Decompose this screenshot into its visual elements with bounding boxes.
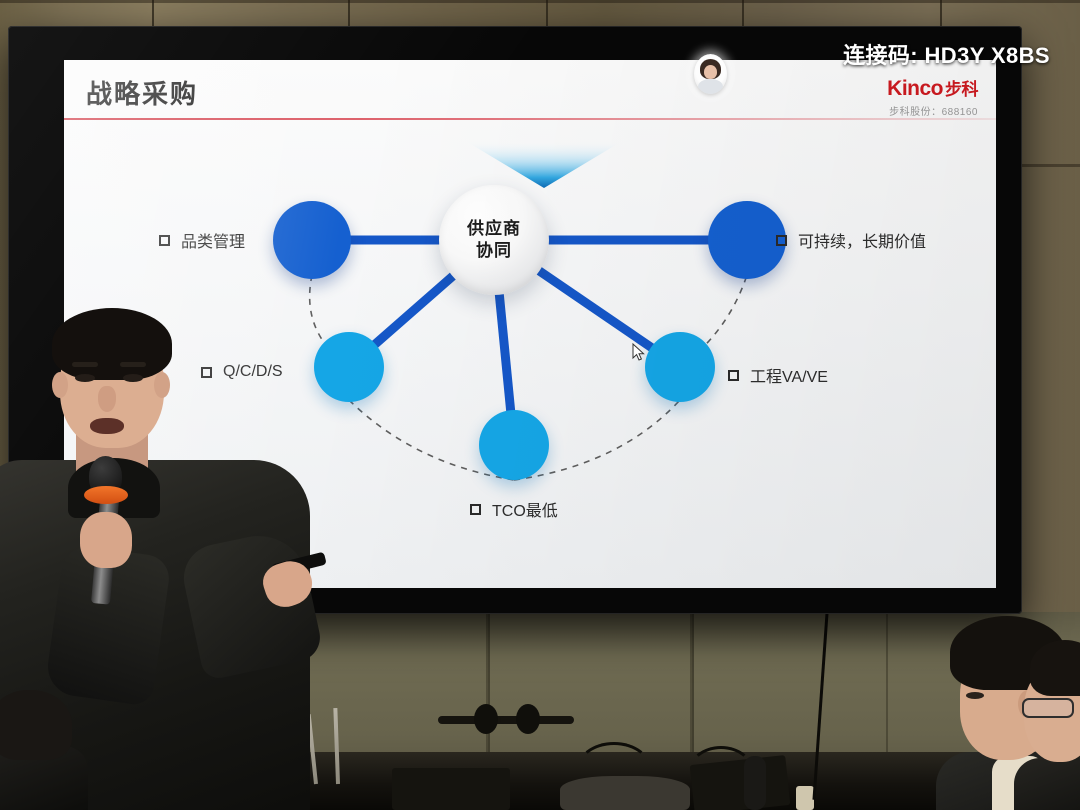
square-bullet-icon [470,503,481,515]
label-text: 可持续，长期价值 [798,234,927,251]
presenter-eye [75,374,95,382]
cable-loop [688,746,754,798]
node-sustainable-value[interactable] [708,201,786,279]
presenter-hair [52,308,172,380]
node-category-management[interactable] [273,201,351,279]
mouse-pointer-icon [632,343,645,361]
node-qcds[interactable] [314,332,384,402]
cabinet-door [692,612,888,810]
equipment-box [392,768,510,810]
audience-member-back [1014,640,1080,810]
cabinet-handle[interactable] [438,716,508,724]
presenter-ear [52,372,68,398]
page-title: 战略采购 [86,79,199,109]
hub-label-line1: 供应商 [467,218,521,238]
label-lowest-tco: TCO最低 [470,497,558,521]
presenter-mouth [90,418,124,434]
dashed-arc [513,399,681,481]
node-hub-supplier-collaboration[interactable]: 供应商 协同 [439,185,549,295]
avatar-body [698,79,723,94]
wall-band [1016,164,1080,167]
eyeglasses-icon [1022,698,1074,718]
avatar-face [704,65,717,79]
brand-name-en: Kinco [887,77,943,100]
audience-body [1014,758,1080,810]
audience-head [0,690,72,760]
mic-stand [744,756,766,810]
microphone-windscreen [84,486,128,504]
presenter-left-hand [80,512,132,568]
presenter-brow [120,362,146,367]
brand-name-cn: 步科 [945,80,979,99]
label-text: TCO最低 [492,503,558,520]
label-sustainable-value: 可持续，长期价值 [776,228,926,252]
square-bullet-icon [776,234,787,246]
presenter-ear [154,372,170,398]
webcam-avatar-icon[interactable] [694,54,727,94]
node-engineering-vave[interactable] [645,332,715,402]
label-text: 工程VA/VE [750,369,828,386]
brand-subline: 步科股份：688160 [889,107,978,118]
label-category-management: 品类管理 [159,228,245,252]
square-bullet-icon [159,234,170,246]
connection-code: 连接码: HD3Y X8BS [843,43,1050,68]
cabinet-knob[interactable] [516,704,540,734]
dashed-arc [308,274,350,368]
audience-hair [1030,640,1080,696]
audience-member-foreground [0,690,88,810]
label-engineering-vave: 工程VA/VE [728,363,828,387]
presenter-eye [123,374,143,382]
square-bullet-icon [728,369,739,381]
glass [796,786,814,810]
title-underline [64,118,996,120]
presenter-nose [98,386,116,412]
cable-loop [576,742,652,798]
label-text: 品类管理 [181,234,246,251]
label-text: Q/C/D/S [223,363,283,380]
node-lowest-tco[interactable] [479,410,549,480]
cabinet-knob[interactable] [474,704,498,734]
hub-spoke-diagram: 供应商 协同 品类管理 可持续，长期价值 Q/C/D/S 工程VA/VE [64,60,996,588]
wall-band [0,0,1080,3]
hub-label-line2: 协同 [476,241,512,260]
square-bullet-icon [201,366,212,378]
audience-eye [966,692,984,699]
label-qcds: Q/C/D/S [201,363,283,381]
chevron-funnel-icon [464,140,624,188]
presenter-brow [72,362,98,367]
